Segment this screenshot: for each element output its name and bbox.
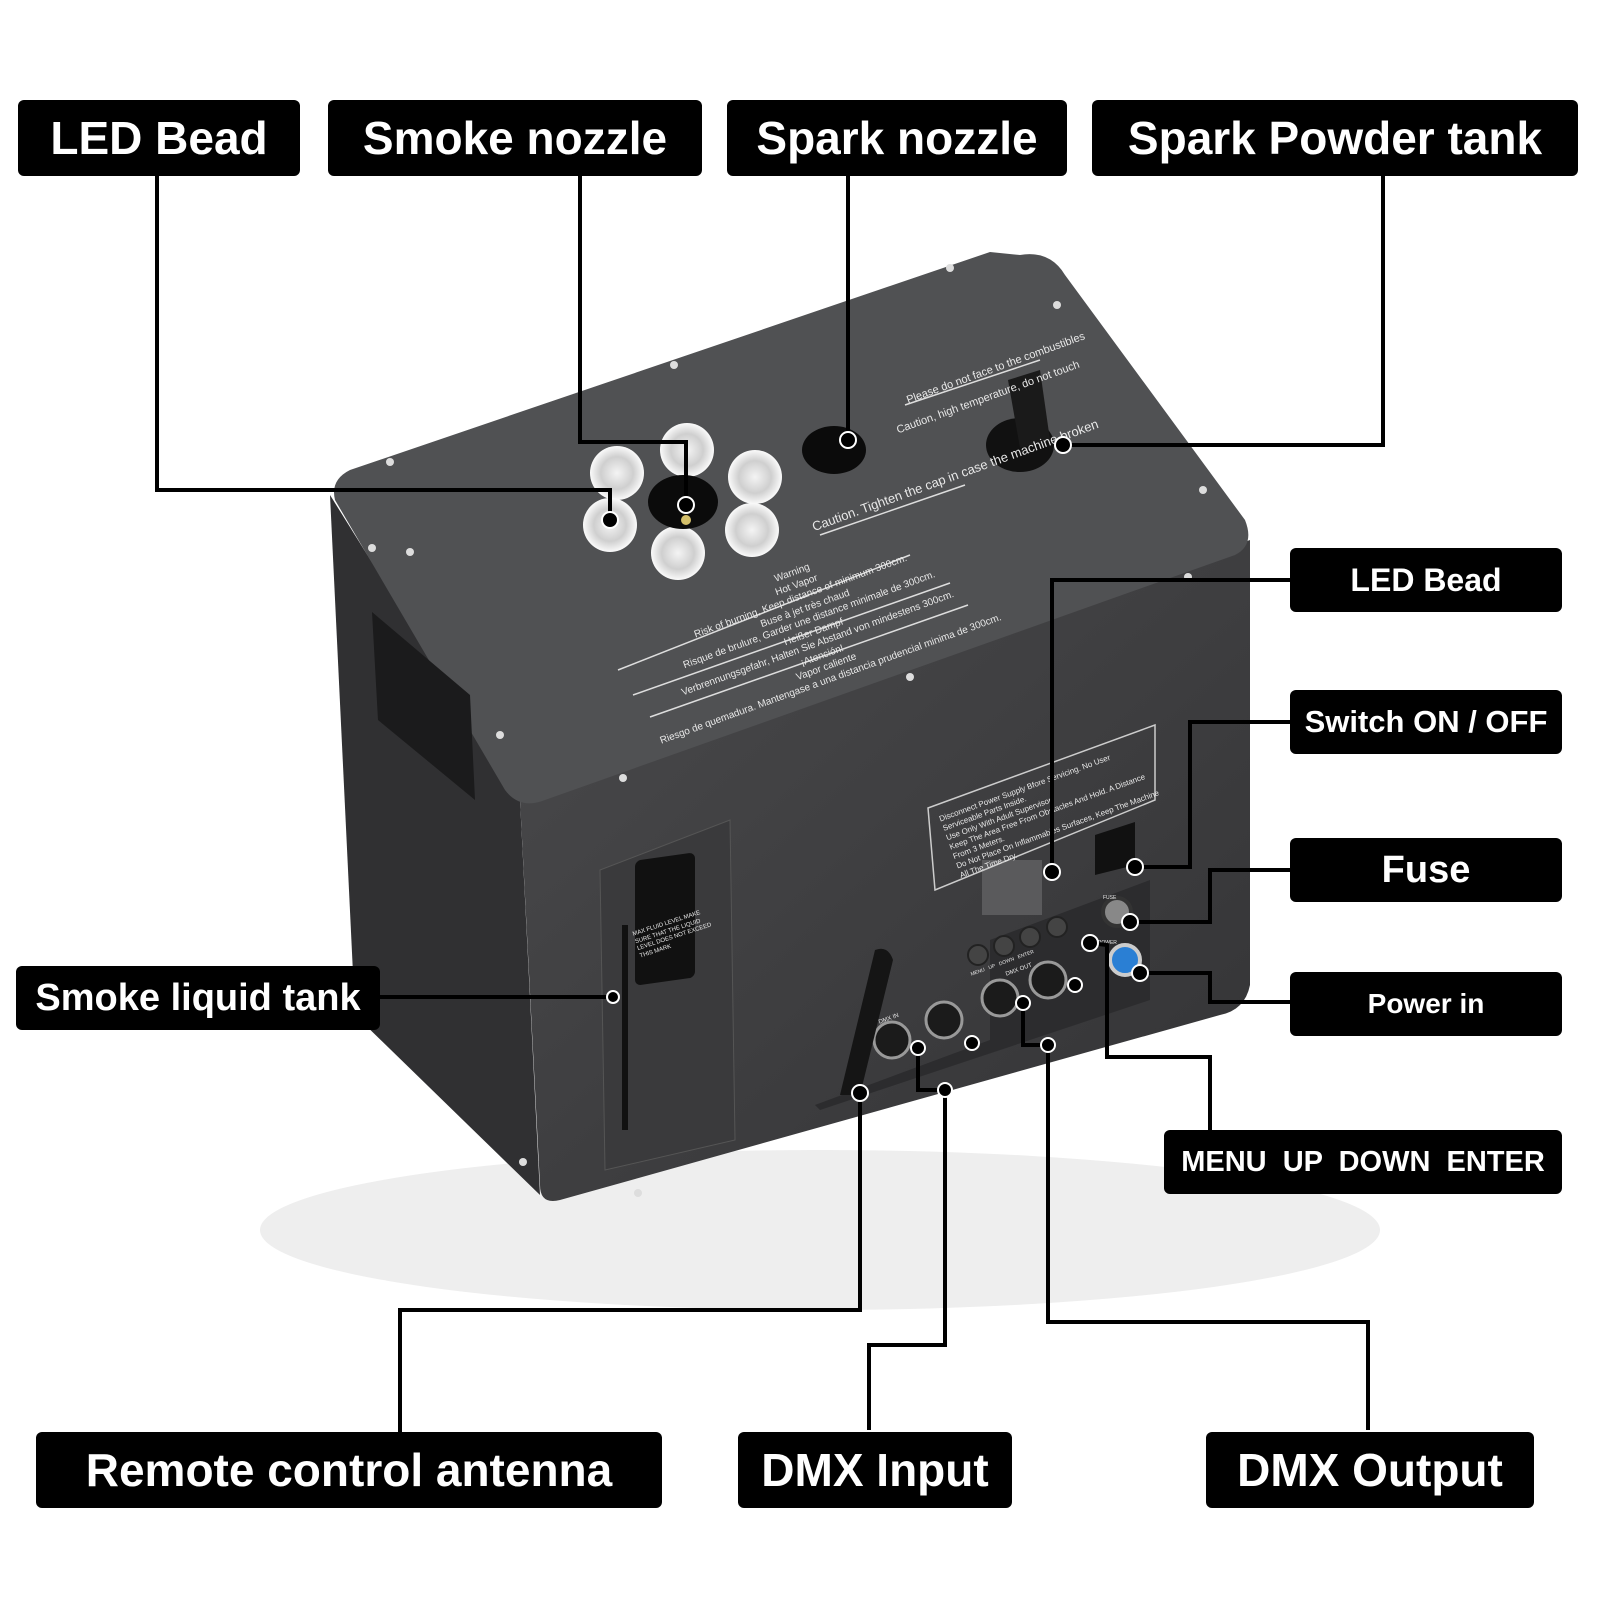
display <box>982 860 1042 915</box>
power-switch <box>1095 822 1135 875</box>
tank-window <box>635 853 695 985</box>
label-power-in: Power in <box>1290 972 1562 1036</box>
label-dmx-input: DMX Input <box>738 1432 1012 1508</box>
xlr-connectors <box>872 960 1068 1060</box>
label-led-bead-side: LED Bead <box>1290 548 1562 612</box>
label-led-bead-top: LED Bead <box>18 100 300 176</box>
label-remote-antenna: Remote control antenna <box>36 1432 662 1508</box>
safety-box <box>927 723 1156 892</box>
label-menu-buttons: MENU UP DOWN ENTER <box>1164 1130 1562 1194</box>
fuse-print: FUSE <box>1103 895 1117 901</box>
label-spark-nozzle: Spark nozzle <box>727 100 1067 176</box>
label-fuse: Fuse <box>1290 838 1562 902</box>
label-spark-powder-tank: Spark Powder tank <box>1092 100 1578 176</box>
power-connector <box>1108 943 1142 977</box>
antenna <box>840 948 893 1095</box>
handle <box>372 612 475 800</box>
label-smoke-liquid-tank: Smoke liquid tank <box>16 966 380 1030</box>
shadow <box>260 1150 1380 1310</box>
label-smoke-nozzle: Smoke nozzle <box>328 100 702 176</box>
tank-panel <box>599 819 736 1171</box>
power-print: POWER <box>1098 940 1117 946</box>
label-switch: Switch ON / OFF <box>1290 690 1562 754</box>
menu-buttons <box>967 916 1068 966</box>
label-dmx-output: DMX Output <box>1206 1432 1534 1508</box>
